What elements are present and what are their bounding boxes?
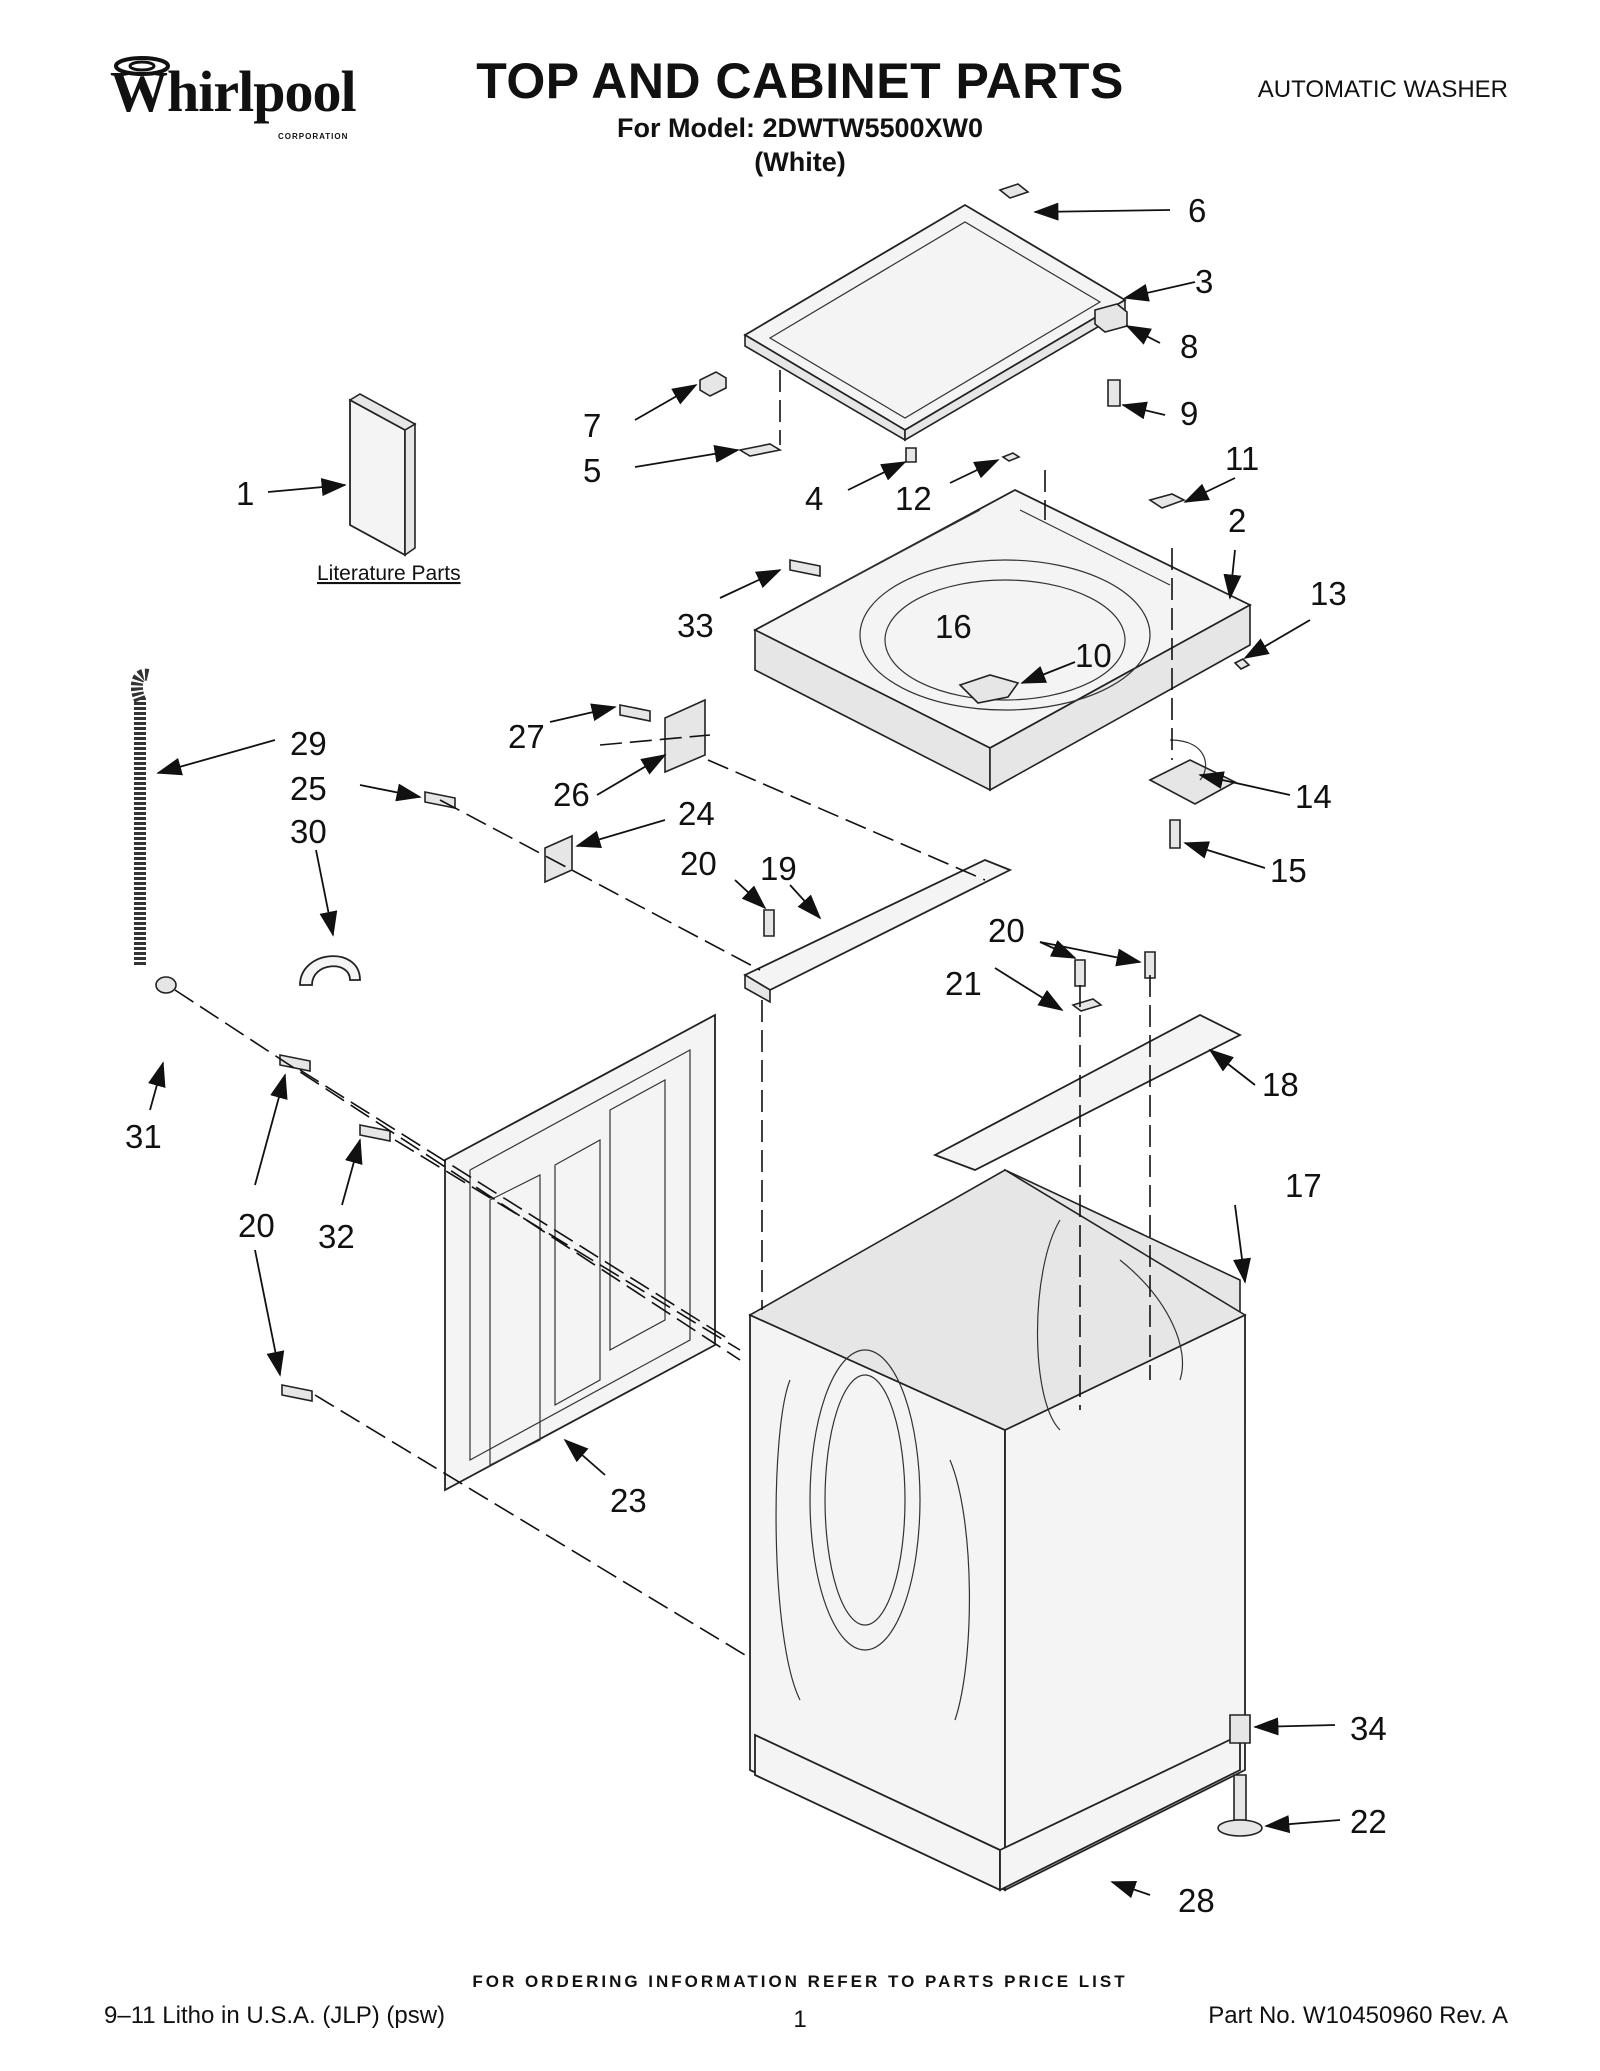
cabinet [748, 1168, 1247, 1892]
callout-21: 21 [945, 965, 982, 1002]
litho-info: 9–11 Litho in U.S.A. (JLP) (psw) [104, 2002, 446, 2029]
bracket-24 [544, 834, 573, 884]
callout-34: 34 [1350, 1710, 1387, 1747]
callout-32: 32 [318, 1218, 355, 1255]
callout-4: 4 [805, 480, 823, 517]
callout-26: 26 [553, 776, 590, 813]
callout-28: 28 [1178, 1882, 1215, 1919]
clip [1233, 658, 1251, 670]
callout-27: 27 [508, 718, 545, 755]
ordering-note: FOR ORDERING INFORMATION REFER TO PARTS … [472, 1972, 1128, 1991]
callout-16: 16 [935, 608, 972, 645]
hose-guide [299, 955, 361, 986]
literature-parts-link[interactable]: Literature Parts [317, 562, 461, 585]
leader-lines [148, 202, 1341, 1899]
callout-3: 3 [1195, 263, 1213, 300]
rear-brace [932, 1013, 1242, 1171]
screw-15 [1169, 819, 1181, 849]
callout-24: 24 [678, 795, 715, 832]
callout-9: 9 [1180, 395, 1198, 432]
callout-22: 22 [1350, 1803, 1387, 1840]
lid-small-parts [699, 183, 1128, 463]
callout-6: 6 [1188, 192, 1206, 229]
leveling-leg [1233, 1774, 1247, 1821]
model-number: For Model: 2DWTW5500XW0 [616, 113, 984, 143]
callout-20a: 20 [680, 845, 717, 882]
callout-13: 13 [1310, 575, 1347, 612]
callout-5: 5 [583, 452, 601, 489]
page-title: TOP AND CABINET PARTS [476, 53, 1124, 109]
document-type: AUTOMATIC WASHER [1257, 76, 1508, 103]
part-number: Part No. W10450960 Rev. A [1208, 2002, 1508, 2029]
callout-20b: 20 [988, 912, 1025, 949]
callout-19: 19 [760, 850, 797, 887]
logo-swirl-icon [114, 56, 170, 76]
bracket-26 [664, 698, 706, 774]
callout-20c: 20 [238, 1207, 275, 1244]
leveling-foot [1217, 1819, 1263, 1837]
callout-29: 29 [290, 725, 327, 762]
callout-1: 1 [236, 475, 254, 512]
callout-30: 30 [290, 813, 327, 850]
callout-15: 15 [1270, 852, 1307, 889]
callout-18: 18 [1262, 1066, 1299, 1103]
drain-hose [130, 668, 150, 965]
callout-25: 25 [290, 770, 327, 807]
callout-8: 8 [1180, 328, 1198, 365]
lid-assembly [743, 203, 1127, 442]
literature-booklet [348, 393, 417, 557]
callout-10: 10 [1075, 637, 1112, 674]
page-number: 1 [793, 2006, 807, 2033]
callout-11: 11 [1225, 440, 1259, 477]
model-variant: (White) [754, 147, 846, 177]
callout-23: 23 [610, 1482, 647, 1519]
lid-switch [1148, 493, 1187, 509]
top-panel [753, 488, 1252, 792]
whirlpool-logo: Whirlpool CORPORATION [110, 56, 357, 141]
lid-lock [1148, 759, 1237, 805]
alignment-lines [174, 370, 1173, 1656]
callout-12: 12 [895, 480, 932, 517]
front-brace-end [744, 973, 771, 1004]
hose-clamp [155, 976, 177, 994]
foot-cap [1229, 1714, 1251, 1744]
base-side [999, 1733, 1241, 1892]
brand-sub: CORPORATION [278, 132, 349, 141]
callout-17: 17 [1285, 1167, 1322, 1204]
callout-7: 7 [583, 407, 601, 444]
callout-labels: 1 2 3 4 5 6 7 8 9 10 11 12 13 14 15 16 1… [125, 192, 1387, 1919]
callout-33: 33 [677, 607, 714, 644]
callout-14: 14 [1295, 778, 1332, 815]
callout-2: 2 [1228, 502, 1246, 539]
callout-31: 31 [125, 1118, 162, 1155]
